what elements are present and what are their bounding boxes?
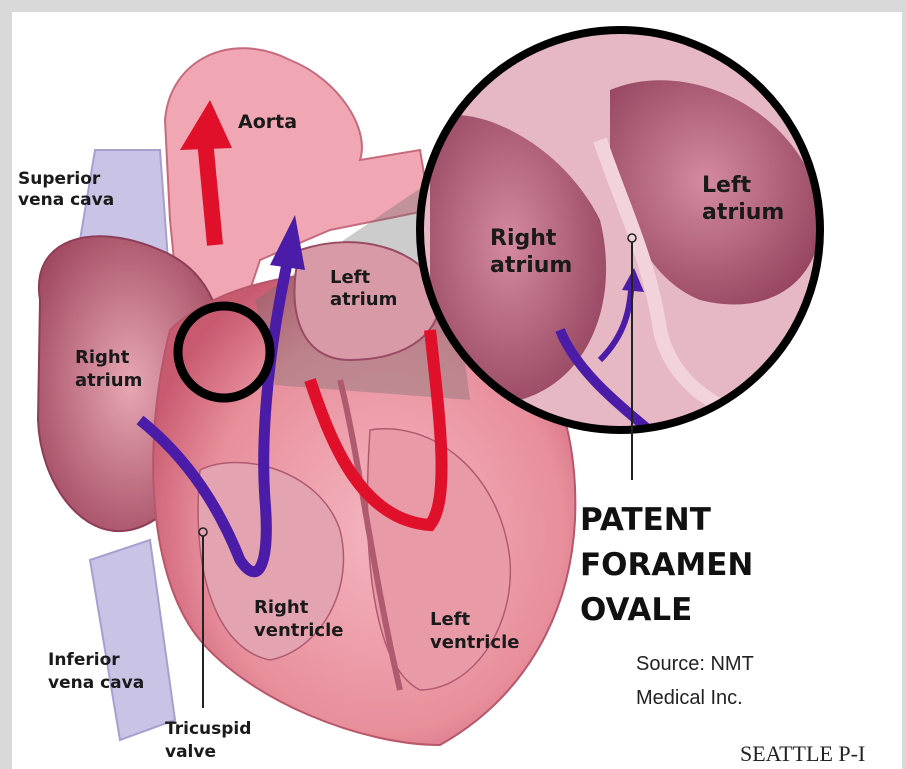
label-inset-right-atrium-2: atrium bbox=[490, 253, 572, 278]
label-inset-left-atrium-2: atrium bbox=[702, 200, 784, 225]
label-aorta: Aorta bbox=[238, 111, 297, 133]
source-line-2: Medical Inc. bbox=[636, 687, 743, 709]
label-right-atrium-2: atrium bbox=[75, 370, 142, 391]
label-left-atrium-2: atrium bbox=[330, 289, 397, 310]
label-right-ventricle-1: Right bbox=[254, 597, 309, 618]
label-right-ventricle-2: ventricle bbox=[254, 620, 343, 641]
label-inset-right-atrium-1: Right bbox=[490, 226, 557, 251]
aorta-flow-arrow bbox=[205, 140, 215, 245]
label-tricuspid-valve-2: valve bbox=[165, 742, 216, 762]
inferior-vena-cava bbox=[90, 540, 175, 740]
label-inferior-vena-cava-1: Inferior bbox=[48, 650, 120, 670]
credit-seattle-pi: SEATTLE P-I bbox=[740, 741, 865, 766]
label-right-atrium-1: Right bbox=[75, 347, 130, 368]
label-left-atrium-1: Left bbox=[330, 267, 371, 288]
source-line-1: Source: NMT bbox=[636, 653, 754, 675]
label-superior-vena-cava-2: vena cava bbox=[18, 190, 114, 210]
label-tricuspid-valve-1: Tricuspid bbox=[165, 719, 251, 739]
label-left-ventricle-2: ventricle bbox=[430, 632, 519, 653]
label-inset-left-atrium-1: Left bbox=[702, 173, 752, 198]
label-inferior-vena-cava-2: vena cava bbox=[48, 673, 144, 693]
callout-line-1: PATENT bbox=[580, 502, 711, 538]
label-superior-vena-cava-1: Superior bbox=[18, 169, 101, 189]
callout-line-3: OVALE bbox=[580, 592, 692, 628]
callout-line-2: FORAMEN bbox=[580, 547, 753, 583]
label-left-ventricle-1: Left bbox=[430, 609, 471, 630]
